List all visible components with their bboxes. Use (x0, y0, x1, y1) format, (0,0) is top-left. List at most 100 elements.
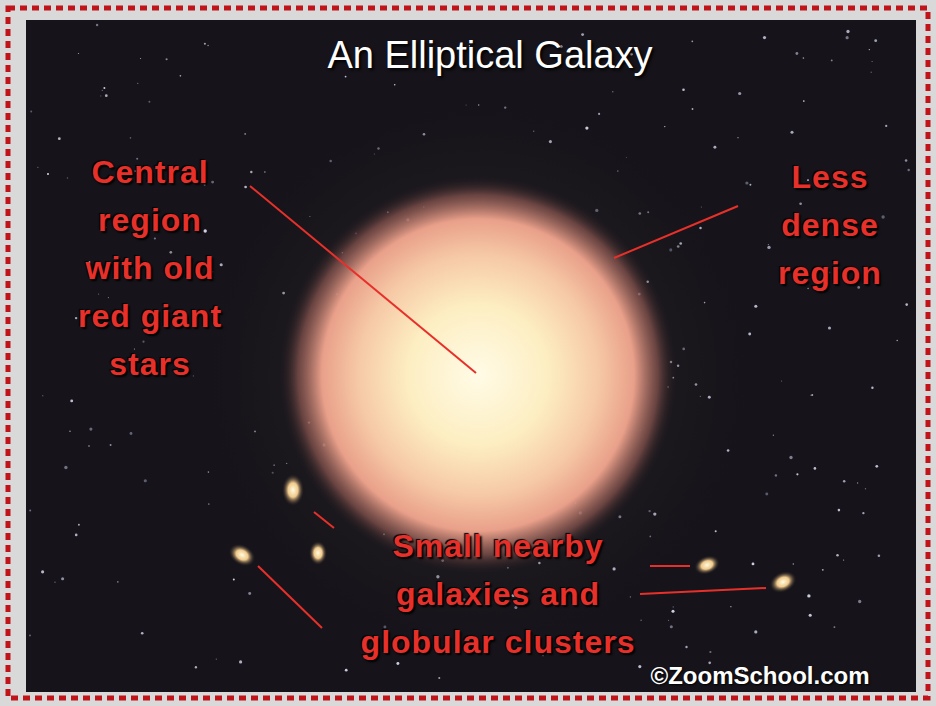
star-dot (905, 159, 908, 162)
star-dot (142, 341, 144, 343)
star-dot (692, 108, 694, 110)
diagram-title: An Elliptical Galaxy (327, 33, 652, 77)
callout-label: Central region with old red giant stars (63, 148, 238, 388)
star-dot (846, 36, 849, 39)
star-dot (105, 94, 108, 97)
star-dot (64, 466, 67, 469)
star-dot (754, 630, 757, 633)
star-dot (58, 137, 61, 140)
star-dot (843, 559, 844, 560)
star-dot (103, 87, 105, 89)
star-dot (905, 303, 908, 306)
star-dot (872, 61, 873, 62)
star-dot (907, 169, 910, 172)
star-dot (775, 474, 777, 476)
star-dot (640, 619, 641, 620)
small-galaxy (692, 552, 723, 578)
star-dot (612, 91, 613, 92)
callout-label: Small nearby galaxies and globular clust… (328, 522, 668, 666)
star-dot (709, 651, 711, 653)
star-dot (70, 399, 73, 402)
leader-line (258, 566, 322, 628)
star-dot (846, 30, 849, 33)
star-dot (767, 246, 770, 249)
star-dot (682, 88, 685, 91)
star-dot (738, 92, 741, 95)
star-dot (88, 445, 90, 447)
star-dot (803, 100, 805, 102)
star-dot (30, 111, 32, 113)
star-dot (29, 509, 31, 511)
star-dot (814, 467, 817, 470)
star-dot (61, 577, 64, 580)
star-dot (664, 126, 665, 127)
small-galaxy (282, 474, 304, 506)
star-dot (250, 171, 252, 173)
star-dot (799, 202, 802, 205)
star-dot (737, 137, 738, 138)
callout-label: Less dense region (755, 153, 905, 297)
small-galaxy (225, 539, 259, 570)
star-dot (857, 482, 858, 483)
star-dot (54, 582, 55, 583)
star-dot (831, 59, 833, 61)
star-dot (668, 620, 669, 621)
star-dot (858, 600, 861, 603)
star-dot (638, 665, 641, 668)
star-dot (673, 606, 674, 607)
star-dot (211, 181, 214, 184)
star-dot (166, 58, 168, 60)
leader-line (314, 512, 334, 528)
star-dot (204, 43, 206, 45)
star-dot (790, 131, 793, 134)
small-galaxy (766, 567, 800, 597)
star-dot (67, 177, 68, 178)
star-dot (110, 444, 112, 446)
star-dot (117, 581, 119, 583)
star-dot (141, 632, 144, 635)
star-dot (765, 493, 768, 496)
star-dot (752, 562, 755, 565)
star-dot (896, 340, 898, 342)
star-dot (180, 75, 182, 77)
star-field (29, 24, 910, 679)
star-dot (248, 592, 251, 595)
star-dot (208, 503, 210, 505)
star-dot (838, 509, 841, 512)
star-dot (869, 49, 870, 50)
star-dot (396, 662, 399, 665)
star-dot (878, 555, 881, 558)
star-dot (195, 666, 197, 668)
star-dot (148, 101, 150, 103)
star-dot (875, 465, 878, 468)
star-dot (244, 133, 246, 135)
star-dot (47, 173, 49, 175)
star-dot (713, 146, 716, 149)
star-dot (670, 625, 673, 628)
star-dot (691, 40, 693, 42)
star-dot (793, 563, 795, 565)
star-dot (264, 171, 266, 173)
star-dot (29, 635, 31, 637)
leader-line (650, 565, 690, 567)
star-dot (78, 53, 79, 54)
star-dot (833, 626, 835, 628)
star-dot (795, 52, 798, 55)
star-dot (233, 579, 235, 581)
copyright-watermark: ©ZoomSchool.com (650, 662, 869, 690)
star-dot (69, 430, 71, 432)
star-dot (394, 84, 396, 86)
star-dot (204, 229, 207, 232)
star-dot (685, 646, 687, 648)
star-dot (874, 39, 877, 42)
star-dot (75, 317, 77, 319)
star-dot (811, 395, 812, 396)
leader-line (250, 186, 476, 373)
star-dot (781, 381, 782, 382)
star-dot (216, 658, 217, 659)
star-dot (89, 428, 92, 431)
star-dot (75, 534, 78, 537)
star-dot (137, 83, 138, 84)
star-dot (862, 512, 864, 514)
leader-line (614, 206, 738, 258)
